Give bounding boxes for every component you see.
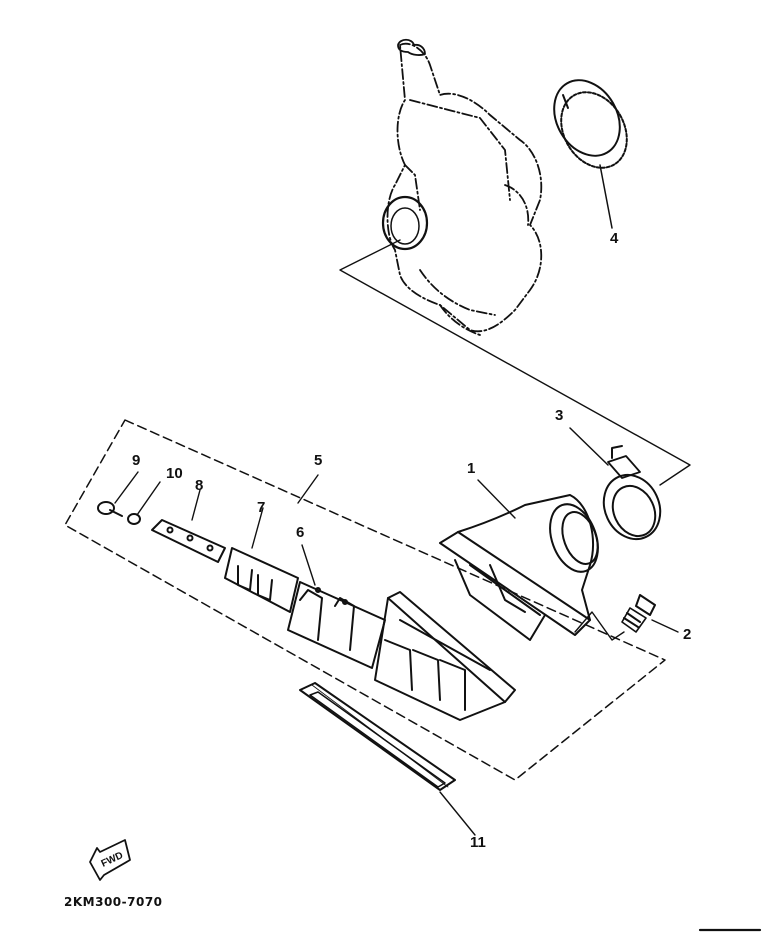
part-3-hose-clamp xyxy=(602,445,662,541)
part-10-washer xyxy=(127,513,141,525)
part-2-bolt xyxy=(621,594,656,633)
callout-1: 1 xyxy=(467,460,476,477)
callout-4: 4 xyxy=(610,230,619,247)
callout-11: 11 xyxy=(470,834,486,851)
part-11-gasket xyxy=(299,682,456,791)
drawing-code: 2KM300-7070 xyxy=(64,895,163,909)
part-5-group-boundary xyxy=(64,419,666,781)
part-9-screw xyxy=(97,501,123,517)
fwd-arrow-icon xyxy=(89,839,131,881)
part-8-stopper-plate xyxy=(151,519,226,563)
callout-2: 2 xyxy=(683,626,692,643)
callout-10: 10 xyxy=(166,465,183,482)
callout-8: 8 xyxy=(195,477,204,494)
callout-7: 7 xyxy=(257,499,266,516)
part-6-reed-valve xyxy=(287,581,386,669)
reed-block xyxy=(374,591,516,721)
callout-6: 6 xyxy=(296,524,305,541)
part-4-spacer-ring xyxy=(553,79,628,169)
callout-9: 9 xyxy=(132,452,141,469)
callout-3: 3 xyxy=(555,407,564,424)
callout-5: 5 xyxy=(314,452,323,469)
carburetor-outlet xyxy=(381,195,429,251)
part-7-reed-valve xyxy=(224,547,299,613)
carburetor-top-fitting xyxy=(397,38,426,56)
part-1-intake-manifold xyxy=(439,494,599,641)
carburetor-outline xyxy=(386,42,543,336)
fwd-label: FWD xyxy=(100,850,125,870)
